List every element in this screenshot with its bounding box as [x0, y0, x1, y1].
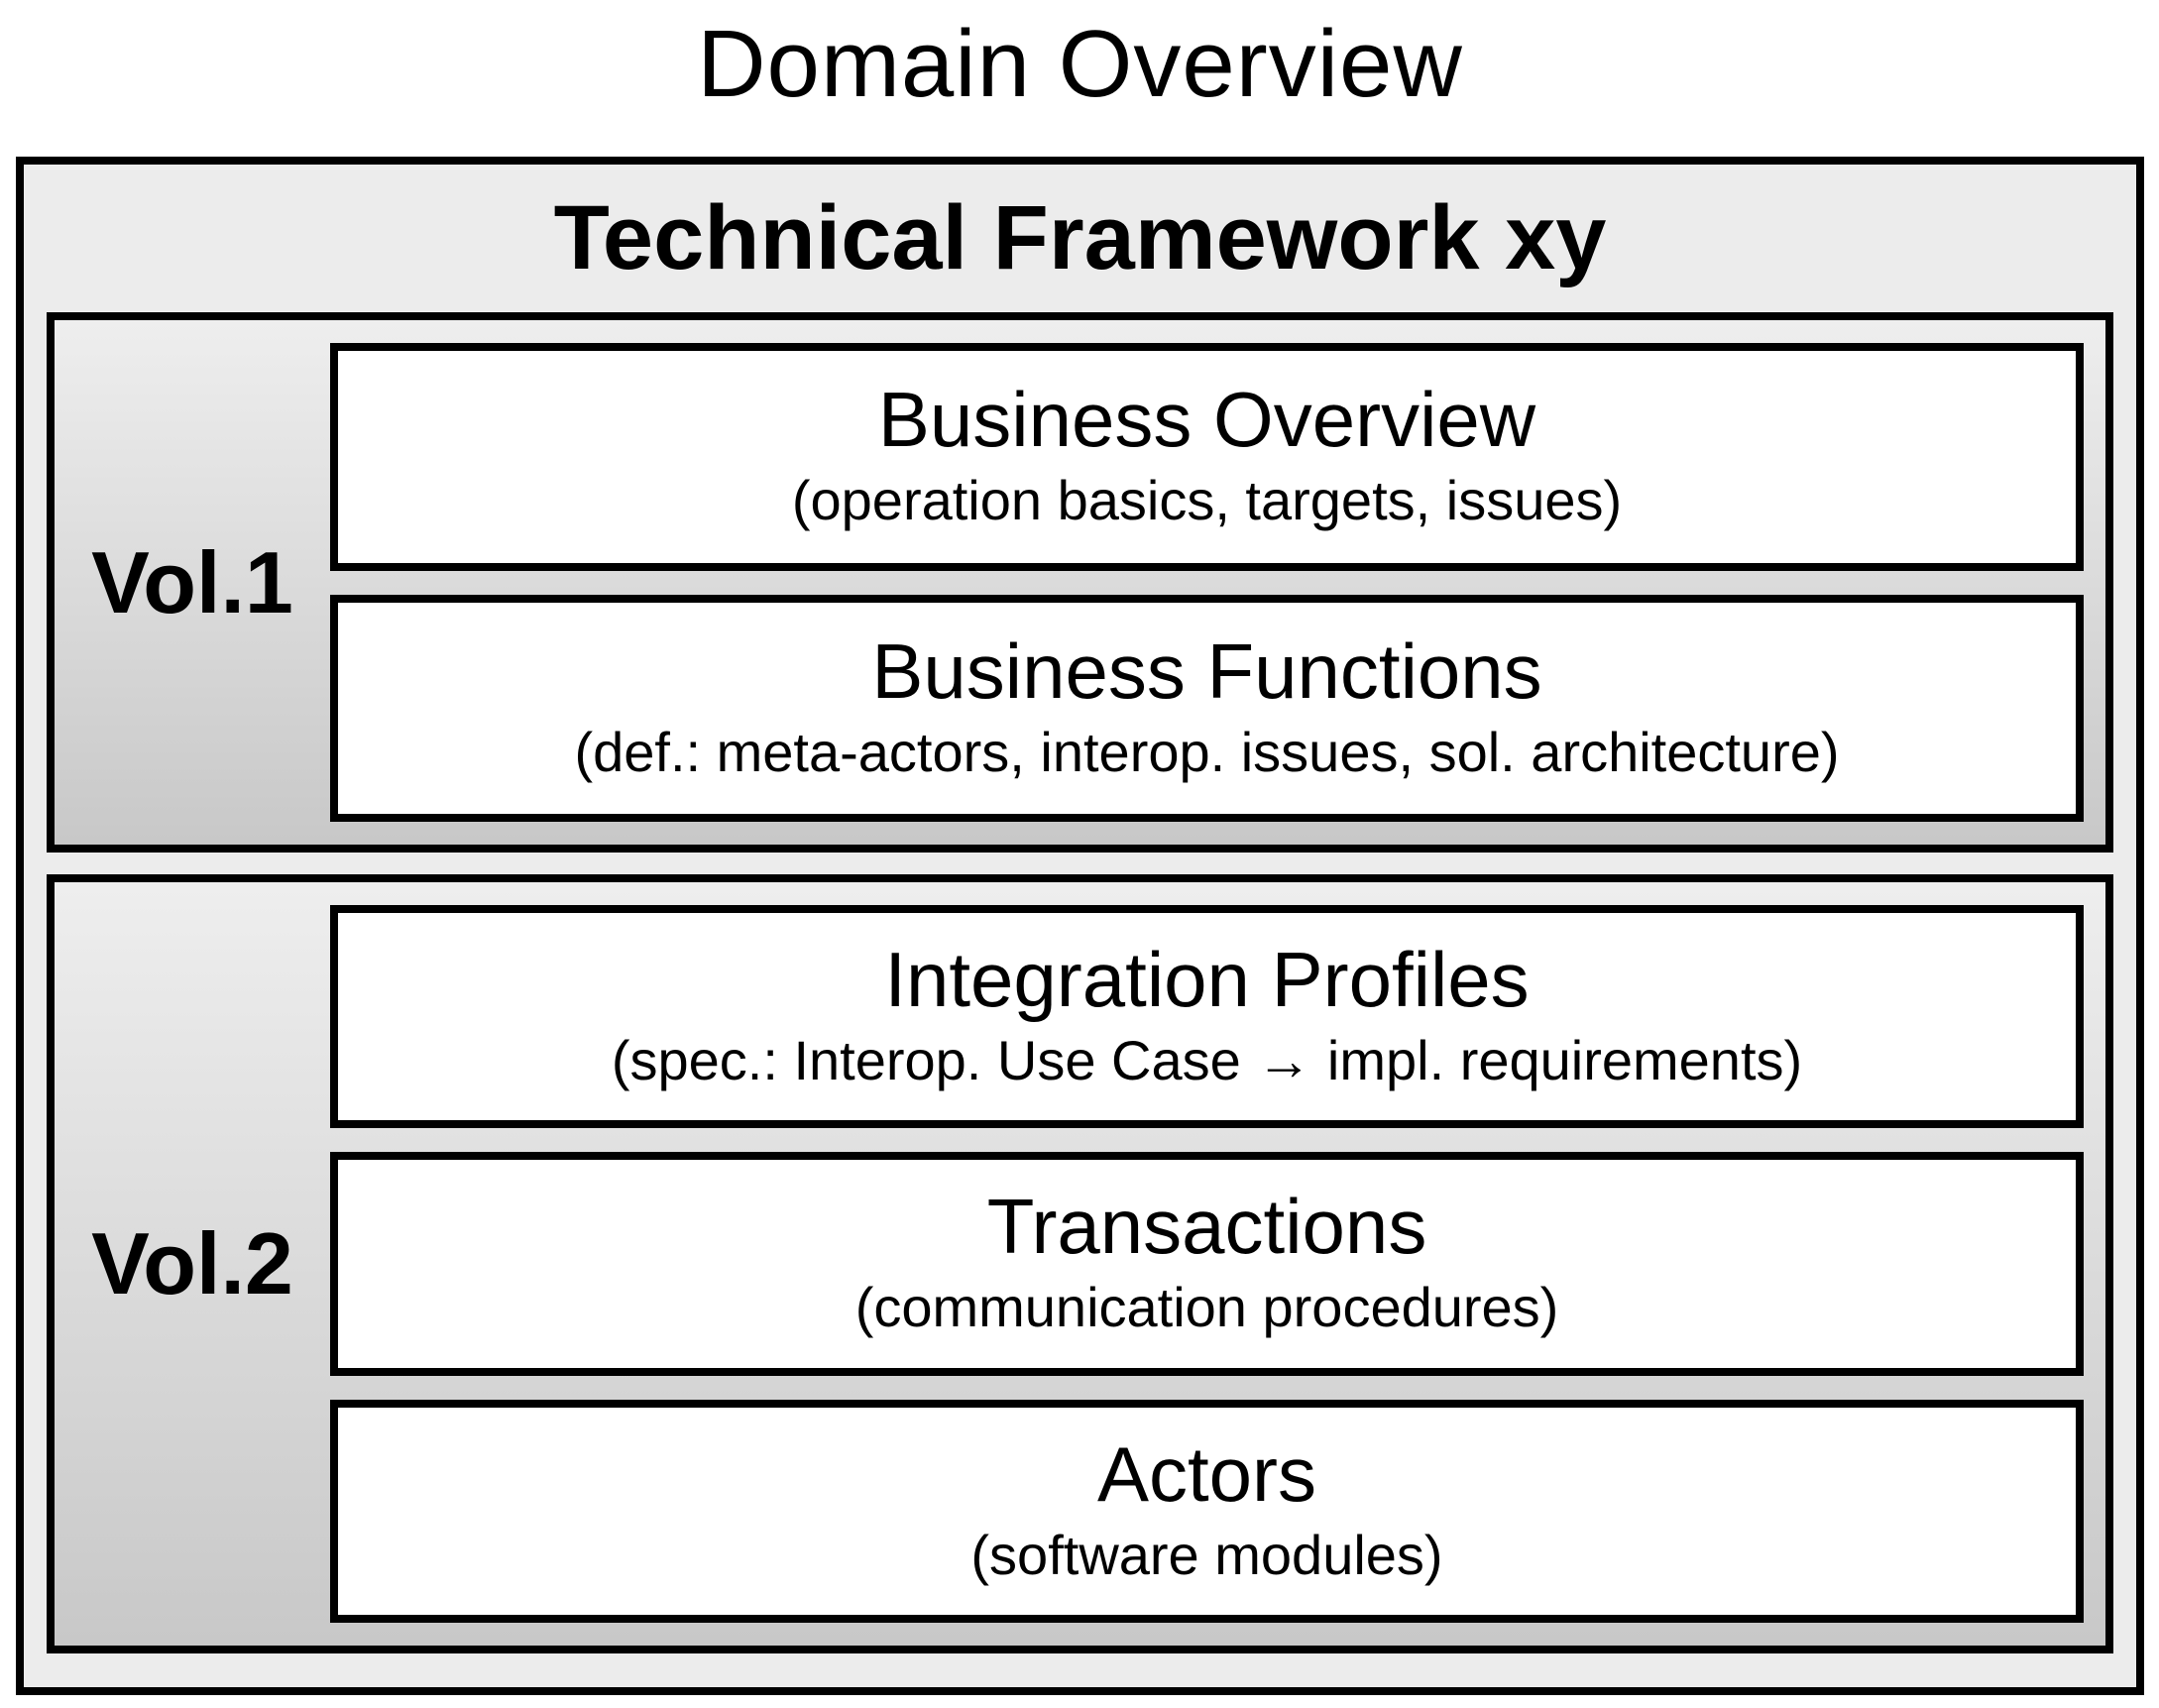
- business-functions-subtitle: (def.: meta-actors, interop. issues, sol…: [574, 720, 1840, 783]
- actors-title: Actors: [1096, 1429, 1317, 1518]
- framework-title: Technical Framework xy: [553, 187, 1607, 288]
- vol2-section: Vol.2 Integration Profiles (spec.: Inter…: [47, 874, 2113, 1653]
- box-integration-profiles: Integration Profiles (spec.: Interop. Us…: [330, 905, 2084, 1129]
- box-actors: Actors (software modules): [330, 1399, 2084, 1623]
- vol1-label-column: Vol.1: [55, 320, 330, 845]
- business-overview-subtitle: (operation basics, targets, issues): [791, 469, 1623, 532]
- business-functions-title: Business Functions: [871, 626, 1542, 715]
- vol1-boxes: Business Overview (operation basics, tar…: [330, 320, 2105, 845]
- business-overview-title: Business Overview: [877, 376, 1536, 464]
- page-title: Domain Overview: [697, 11, 1463, 117]
- box-business-functions: Business Functions (def.: meta-actors, i…: [330, 594, 2084, 822]
- integration-profiles-subtitle: (spec.: Interop. Use Case → impl. requir…: [611, 1029, 1803, 1092]
- transactions-title: Transactions: [986, 1183, 1427, 1271]
- vol2-label: Vol.2: [91, 1214, 293, 1312]
- integration-profiles-title: Integration Profiles: [884, 936, 1530, 1024]
- vol1-section: Vol.1 Business Overview (operation basic…: [47, 312, 2113, 853]
- vol2-boxes: Integration Profiles (spec.: Interop. Us…: [330, 882, 2105, 1646]
- technical-framework-box: Technical Framework xy Vol.1 Business Ov…: [16, 157, 2144, 1695]
- vol1-label: Vol.1: [91, 532, 293, 631]
- box-business-overview: Business Overview (operation basics, tar…: [330, 343, 2084, 571]
- box-transactions: Transactions (communication procedures): [330, 1152, 2084, 1376]
- vol2-label-column: Vol.2: [55, 882, 330, 1646]
- transactions-subtitle: (communication procedures): [854, 1276, 1559, 1339]
- actors-subtitle: (software modules): [970, 1523, 1443, 1586]
